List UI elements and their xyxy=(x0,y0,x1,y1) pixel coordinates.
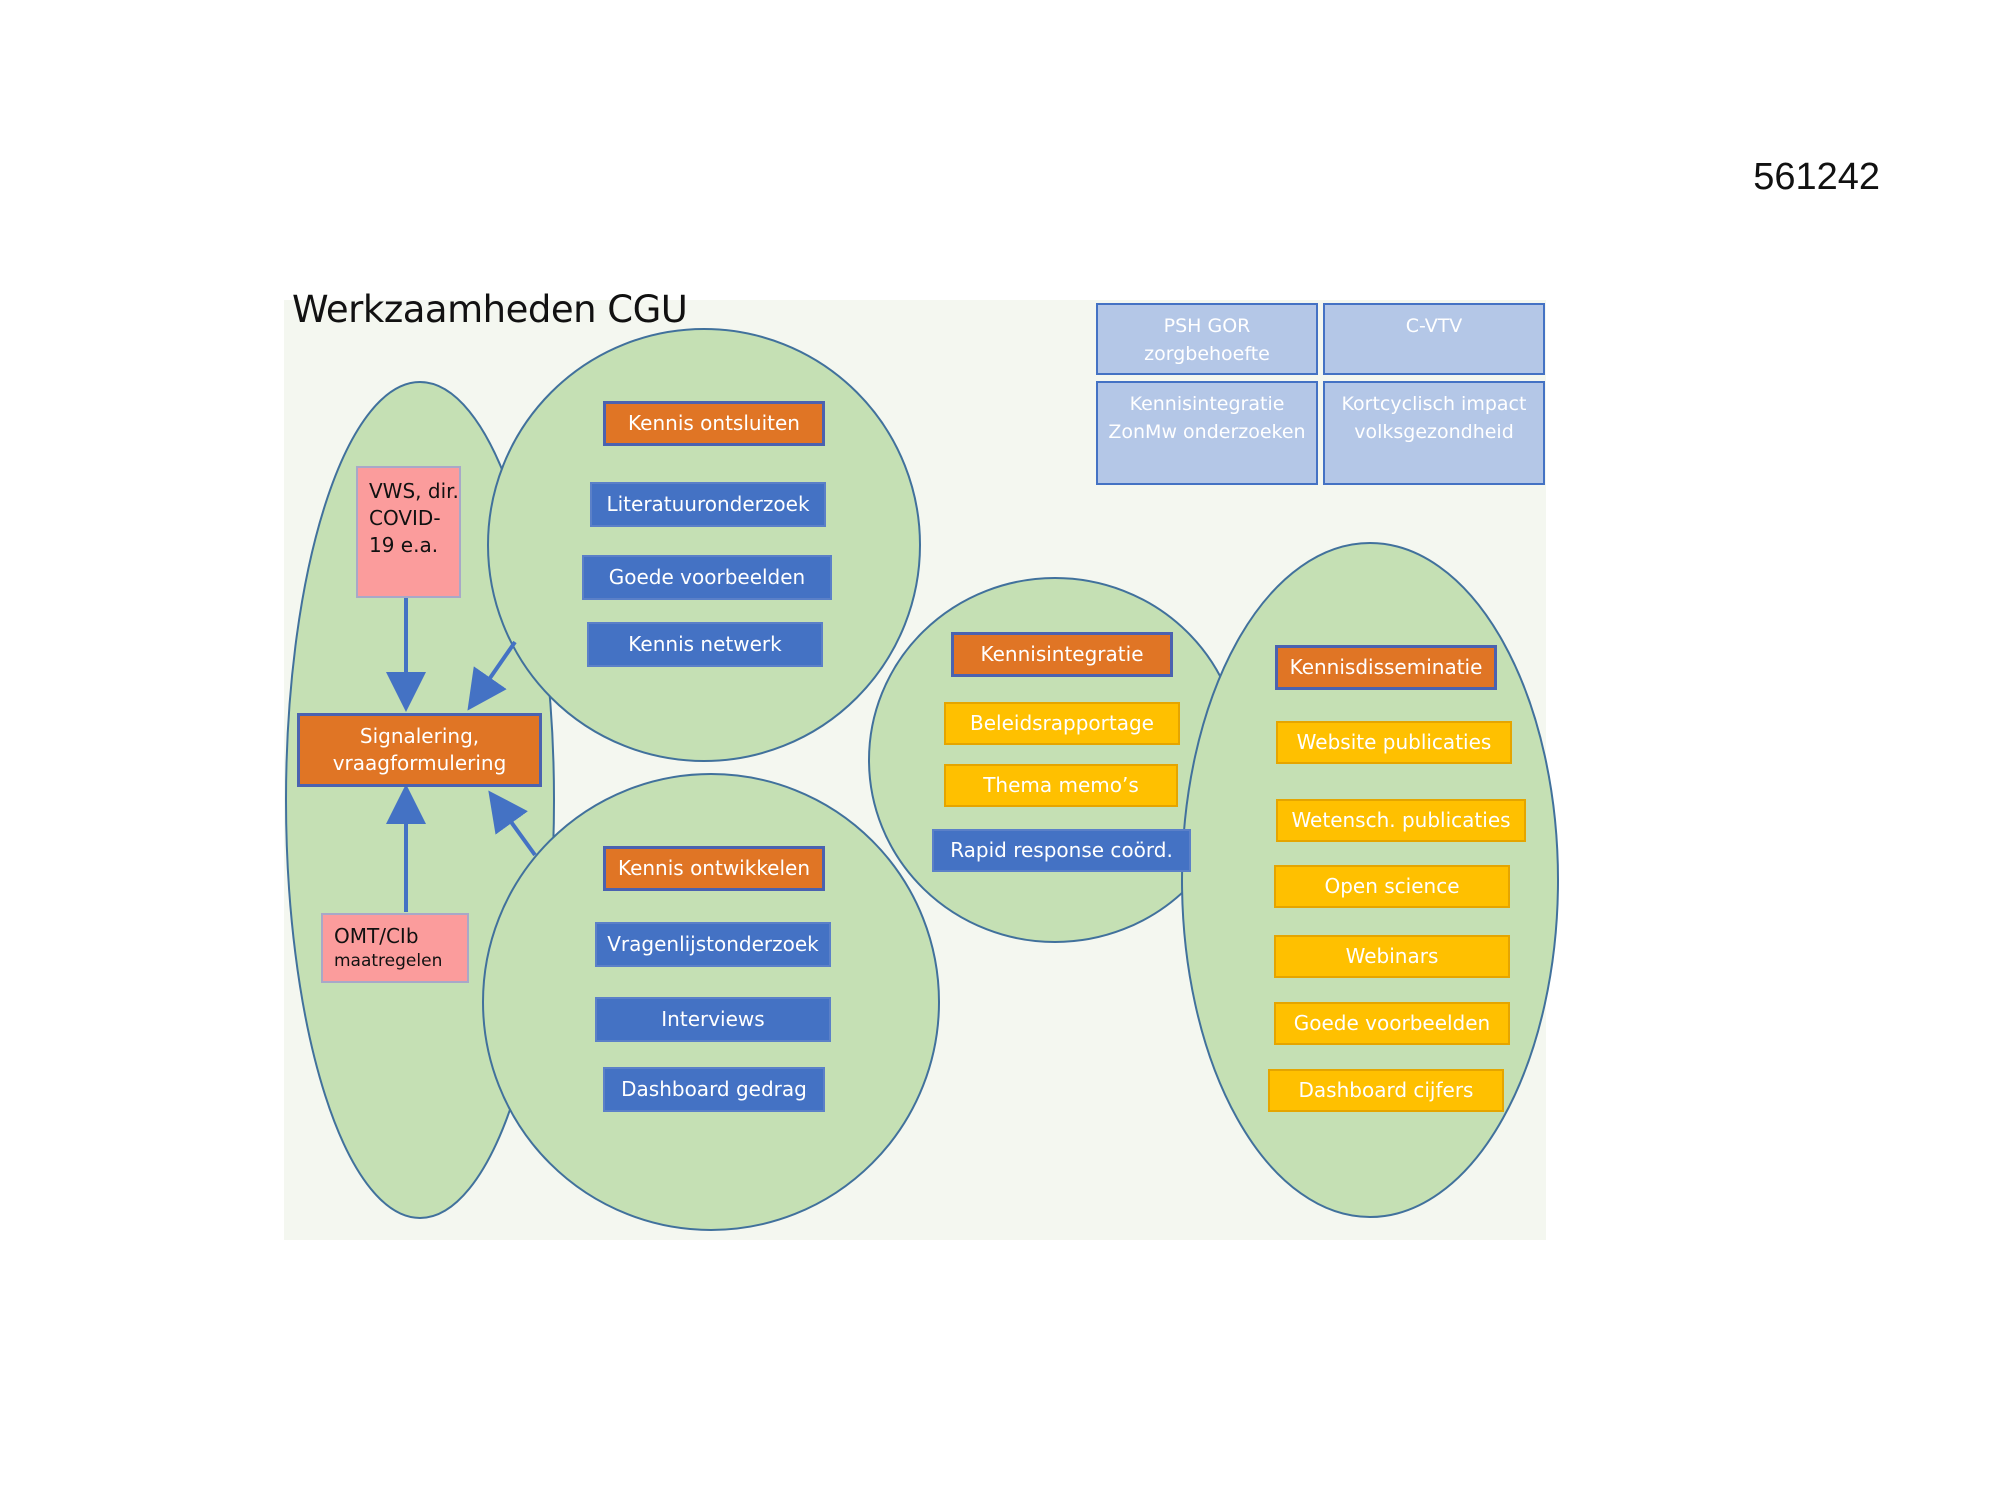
header-kennis-ontwikkelen: Kennis ontwikkelen xyxy=(603,846,825,891)
item-webinars: Webinars xyxy=(1274,935,1510,978)
header-kennisintegratie: Kennisintegratie xyxy=(951,632,1173,677)
diagram-title: Werkzaamheden CGU xyxy=(292,288,688,331)
document-number: 561242 xyxy=(1753,156,1880,198)
item-website-publicaties: Website publicaties xyxy=(1276,721,1512,764)
item-dashboard-cijfers: Dashboard cijfers xyxy=(1268,1069,1504,1112)
box-kennisintegratie-zonmw: Kennisintegratie ZonMw onderzoeken xyxy=(1096,381,1318,485)
item-wetensch-publicaties: Wetensch. publicaties xyxy=(1276,799,1526,842)
omt-cib-title: OMT/CIb xyxy=(334,924,419,948)
box-psh-gor-zorgbehoefte: PSH GOR zorgbehoefte xyxy=(1096,303,1318,375)
item-interviews: Interviews xyxy=(595,997,831,1042)
header-kennisdisseminatie: Kennisdisseminatie xyxy=(1275,645,1497,690)
box-omt-cib: OMT/CIb maatregelen xyxy=(321,913,469,983)
header-kennis-ontsluiten: Kennis ontsluiten xyxy=(603,401,825,446)
item-rapid-response: Rapid response coörd. xyxy=(932,829,1191,872)
kennis-ontsluiten-circle xyxy=(487,328,921,762)
omt-cib-label: OMT/CIb maatregelen xyxy=(334,923,442,973)
arrow-ontwikkelen-to-signalering xyxy=(488,790,537,857)
item-goede-voorbeelden-disseminatie: Goede voorbeelden xyxy=(1274,1002,1510,1045)
item-goede-voorbeelden-ontsluiten: Goede voorbeelden xyxy=(582,555,832,600)
item-kennis-netwerk: Kennis netwerk xyxy=(587,622,823,667)
omt-cib-maatregelen: maatregelen xyxy=(334,951,443,971)
box-c-vtv: C-VTV xyxy=(1323,303,1545,375)
arrow-ontsluiten-to-signalering xyxy=(467,640,517,711)
item-open-science: Open science xyxy=(1274,865,1510,908)
signalering-label: Signalering, vraagformulering xyxy=(332,724,507,775)
item-literatuuronderzoek: Literatuuronderzoek xyxy=(590,482,826,527)
item-vragenlijstonderzoek: Vragenlijstonderzoek xyxy=(595,922,831,967)
box-vws: VWS, dir. COVID-19 e.a. xyxy=(356,466,461,598)
box-signalering: Signalering, vraagformulering xyxy=(297,713,542,787)
item-beleidsrapportage: Beleidsrapportage xyxy=(944,702,1180,745)
item-dashboard-gedrag: Dashboard gedrag xyxy=(603,1067,825,1112)
box-kortcyclisch-impact: Kortcyclisch impact volksgezondheid xyxy=(1323,381,1545,485)
item-thema-memos: Thema memo’s xyxy=(944,764,1178,807)
